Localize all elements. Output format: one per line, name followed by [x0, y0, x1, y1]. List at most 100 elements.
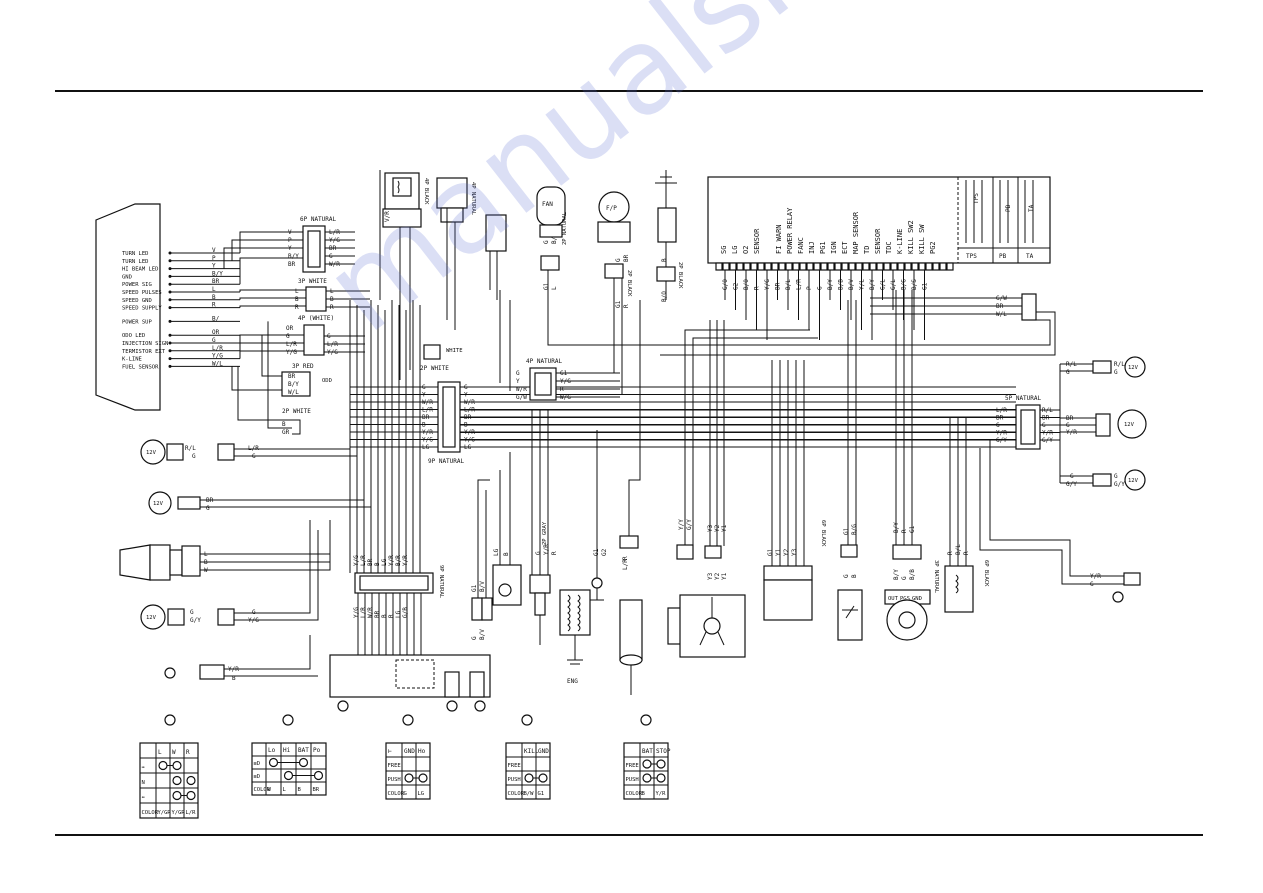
c4-right-wire: Y/G	[327, 349, 338, 356]
fp-wire: G	[615, 258, 622, 262]
ign-wire: Y3	[791, 548, 798, 556]
ecu-pin	[939, 262, 947, 271]
table-cell: L	[283, 787, 287, 793]
lamp-wire: BR	[206, 497, 214, 504]
ecu-pin	[848, 262, 856, 271]
table-header: KILL	[524, 748, 539, 755]
c9-left-wire: BR	[422, 414, 430, 421]
diode-pair	[471, 597, 493, 621]
horn-wire: Y/R	[228, 666, 239, 673]
inj-connector	[667, 544, 694, 645]
table-header: Ho	[418, 748, 426, 755]
table-cell: BR	[313, 787, 320, 793]
ecu-right-connector	[1021, 293, 1037, 321]
small-wire-b: G	[471, 636, 478, 640]
rear-wire: G/Y	[1114, 481, 1125, 488]
c4-left-wire: Y/G	[286, 349, 297, 356]
rear-wire: R/L	[1066, 361, 1077, 368]
c9-left-wire: G	[422, 384, 426, 391]
bottom-conn-l: L/R	[360, 555, 367, 566]
ignition-switch: OUT PGS GND 3P NATURAL	[884, 544, 939, 641]
horn-wire: B	[232, 675, 236, 682]
bottom-conn-r: LG	[395, 610, 402, 618]
bottom-conn-l: Y/G	[353, 555, 360, 566]
c9-right-wire: BR	[464, 414, 472, 421]
lamp-wire: G	[252, 609, 256, 616]
ecu-pin-label: TD	[863, 246, 871, 254]
fan-wire: B/L	[551, 233, 558, 244]
label-3p-natural: 3P NATURAL	[933, 560, 939, 594]
small-wire-b: B/V	[479, 629, 486, 640]
svg-text:12V: 12V	[153, 501, 164, 507]
ecu-pin	[904, 262, 912, 271]
table-cell: PUSH	[626, 777, 639, 783]
c4n-left-wire: Y	[516, 378, 520, 385]
c6-right-wire: G	[329, 253, 333, 260]
sw-wire: G1	[593, 548, 600, 556]
label-4p-white: 4P (WHITE)	[298, 315, 334, 322]
label-2p-natural-fan: 2P NATURAL	[562, 211, 568, 245]
horn-button	[492, 564, 522, 606]
c9-left-wire: W/R	[422, 399, 433, 406]
bottom-conn-r: L/R	[360, 607, 367, 618]
label-6p-black-b: 6P BLACK	[983, 560, 989, 587]
c9-left-wire: Y	[422, 392, 426, 399]
inj-wire: Y/Y	[678, 519, 685, 530]
connector-2p-white-b: 2P WHITE WHITE	[420, 344, 463, 372]
svg-text:12V: 12V	[1128, 365, 1139, 371]
starter-wire: R	[963, 551, 970, 555]
contact-dot	[172, 790, 182, 801]
contact-dot	[656, 773, 666, 783]
cluster-pin-label: ODO LED	[122, 333, 145, 339]
label-2p-gray: 2P GRAY	[542, 521, 548, 545]
starter-motor: 6P BLACK	[944, 560, 989, 613]
table-header: BAT	[298, 747, 309, 754]
table-header: STOP	[656, 748, 671, 755]
ecu-pin	[757, 262, 765, 271]
label-odd: ODD	[322, 378, 332, 384]
table-cell: L/R	[186, 810, 197, 816]
c4n-right-wire: G1	[560, 370, 568, 377]
front-left-turn-lamp: 12V	[140, 604, 235, 630]
ecu-pin	[876, 262, 884, 271]
ecu-pin	[890, 262, 898, 271]
ecu-pin	[764, 262, 772, 271]
rear-right-turn: 12V	[1092, 356, 1146, 378]
c4n-right-wire: Y/G	[560, 378, 571, 385]
label-white: WHITE	[446, 348, 463, 354]
ecu-pin-label: IGN	[830, 241, 838, 254]
headlight-wire: B	[204, 559, 208, 566]
bottom-conn-l: Y/R	[402, 555, 409, 566]
contact-dot	[186, 790, 196, 801]
ecu-pin	[785, 262, 793, 271]
fan-label: FAN	[542, 201, 553, 208]
c3-right-wire: L	[330, 288, 334, 295]
svg-text:12V: 12V	[146, 615, 157, 621]
label-3p-red: 3P RED	[292, 363, 314, 370]
contact-dot	[172, 775, 182, 786]
reg-wire: B	[851, 574, 858, 578]
table-header: Po	[313, 747, 321, 754]
table-header: Hi	[283, 747, 291, 754]
c4n-right-wire: R	[560, 386, 564, 393]
table-cell: G1	[538, 791, 545, 797]
ecu-pin-label: K-LINE	[896, 229, 904, 254]
c4-left-wire: L/R	[286, 341, 297, 348]
c6-right-wire: BR	[329, 245, 337, 252]
cluster-wire-label: B	[212, 294, 216, 301]
c6-left-wire: P	[288, 237, 292, 244]
kill-wire-b: G	[901, 576, 908, 580]
ecu-pin-label: INJ	[808, 241, 816, 254]
ign-pgs: PGS	[900, 596, 910, 602]
contact-dot	[186, 775, 196, 786]
c3-left-wire: B	[295, 296, 299, 303]
bottom-conn-r: Y/G	[353, 607, 360, 618]
ecu-pb-footer: PB	[999, 253, 1007, 260]
engine-ground-label: ENG	[567, 678, 578, 685]
starter-wire: R	[947, 551, 954, 555]
injector	[619, 535, 643, 695]
ecu-tps: TPS	[973, 193, 980, 204]
table-cell: G	[404, 791, 407, 797]
ecu-pin	[743, 262, 751, 271]
